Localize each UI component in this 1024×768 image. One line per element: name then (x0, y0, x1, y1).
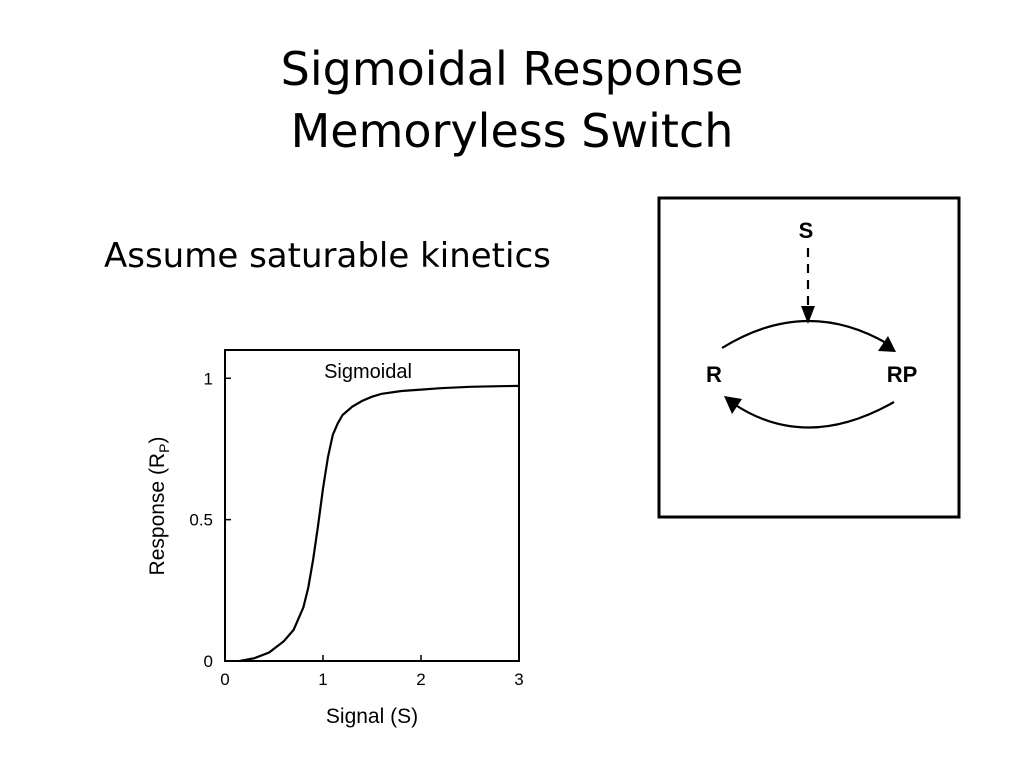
x-tick-label: 2 (416, 670, 425, 689)
x-axis-label: Signal (S) (326, 705, 418, 728)
x-tick-label: 0 (220, 670, 229, 689)
node-rp: RP (887, 362, 918, 387)
y-axis-label-main: Response (R (146, 453, 169, 576)
x-tick-label: 3 (514, 670, 523, 689)
x-axis-ticks: 0 1 2 3 (220, 655, 524, 689)
signal-arrowhead (801, 306, 815, 324)
x-tick-label: 1 (318, 670, 327, 689)
bullet-text: Assume saturable kinetics (104, 236, 551, 276)
title-line-2: Memoryless Switch (290, 104, 734, 158)
plot-frame (224, 349, 520, 662)
y-axis-label-close: ) (146, 437, 169, 444)
y-axis-label-sub: P (156, 444, 172, 453)
node-r: R (706, 362, 722, 387)
forward-arrowhead (878, 336, 896, 352)
y-axis-label: Response (RP) (146, 437, 172, 576)
diagram-frame (657, 196, 961, 519)
response-curve (239, 384, 520, 663)
signal-label: S (799, 218, 814, 243)
y-tick-label: 0.5 (189, 511, 213, 530)
y-tick-label: 1 (204, 369, 213, 388)
title-line-1: Sigmoidal Response (280, 42, 744, 96)
chart-annotation: Sigmoidal (324, 361, 412, 383)
y-axis-ticks: 00.51 (189, 369, 231, 671)
reverse-arc (733, 401, 895, 429)
slide-title: Sigmoidal Response Memoryless Switch (0, 38, 1024, 162)
phosphorylation-diagram: S R RP (657, 196, 961, 519)
forward-arc (721, 319, 889, 349)
reverse-arrowhead (724, 396, 742, 414)
y-tick-label: 0 (204, 652, 213, 671)
